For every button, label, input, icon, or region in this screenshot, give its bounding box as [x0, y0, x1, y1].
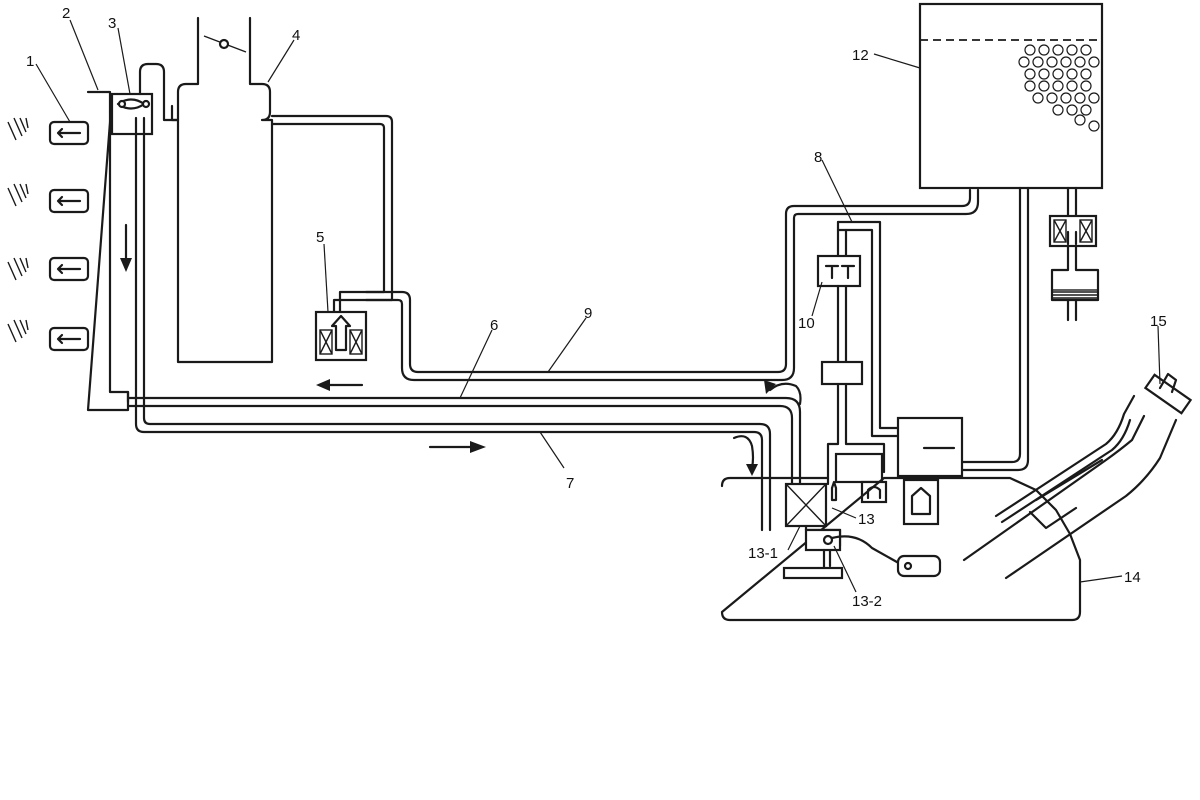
charcoal-canister — [918, 2, 1104, 190]
label-vsv: 5 — [316, 229, 324, 246]
canister-vent-valve — [1048, 186, 1100, 322]
spray-marks — [7, 117, 29, 343]
label-fuel-tank: 14 — [1124, 569, 1141, 586]
leader-lines — [35, 19, 1161, 593]
fuel-delivery-pipe — [86, 90, 132, 412]
canister-tank-line — [918, 186, 1030, 472]
intake-manifold — [170, 16, 274, 364]
label-fuel-pump-sub1: 13-1 — [748, 545, 778, 562]
purge-line-assembly — [816, 220, 902, 486]
charcoal-pellets — [1018, 44, 1100, 132]
pressure-regulator — [110, 62, 180, 136]
injector — [48, 120, 90, 146]
flow-arrow-down — [120, 223, 132, 272]
fuel-filler-neck — [962, 372, 1193, 580]
fuel-pump-module — [782, 480, 844, 580]
fuel-tank — [720, 476, 1082, 622]
label-filler-neck: 15 — [1150, 313, 1167, 330]
flow-arrow-left — [316, 379, 364, 391]
vacuum-hose — [270, 114, 394, 314]
tank-valves — [834, 452, 940, 526]
label-fuel-pump-sub2: 13-2 — [852, 593, 882, 610]
flow-arrow-right — [428, 441, 486, 453]
injector — [48, 326, 90, 352]
label-delivery-pipe: 2 — [62, 5, 70, 22]
injector — [48, 256, 90, 282]
callout-labels: 1 2 3 4 5 6 9 7 8 10 12 13 13-1 13-2 14 … — [26, 5, 1167, 610]
label-feed-line: 7 — [566, 475, 574, 492]
fuel-return-line — [126, 396, 802, 486]
label-pressure-regulator: 3 — [108, 15, 116, 32]
label-vapor-line: 9 — [584, 305, 592, 322]
vapor-line — [364, 188, 980, 382]
label-return-line: 6 — [490, 317, 498, 334]
vacuum-switching-valve — [314, 310, 368, 362]
label-purge-line: 8 — [814, 149, 822, 166]
label-canister: 12 — [852, 47, 869, 64]
label-injector: 1 — [26, 53, 34, 70]
fuel-sender-unit — [822, 534, 942, 578]
label-fuel-pump: 13 — [858, 511, 875, 528]
fuel-feed-line — [134, 116, 772, 532]
flow-arrow-curve-up — [764, 380, 802, 406]
flow-arrow-curve-down — [732, 435, 758, 476]
fuel-injectors — [48, 120, 90, 352]
label-intake-manifold: 4 — [292, 27, 300, 44]
label-valve: 10 — [798, 315, 815, 332]
injector — [48, 188, 90, 214]
check-valve — [896, 416, 964, 478]
